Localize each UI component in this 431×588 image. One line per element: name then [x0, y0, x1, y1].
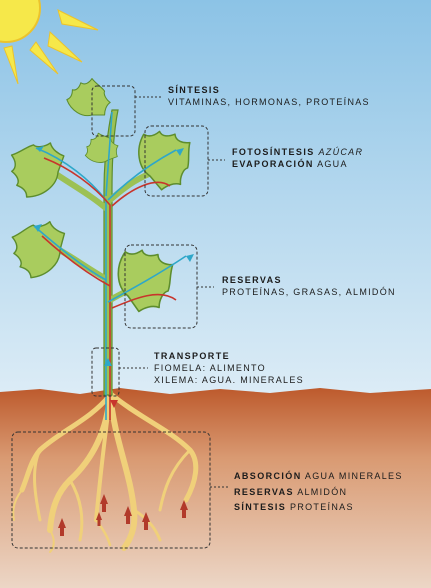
label-evaporacion: EVAPORACIÓN AGUA — [232, 159, 348, 169]
vessels — [33, 111, 187, 420]
highlight-boxes — [11, 85, 211, 549]
connectors — [119, 96, 228, 488]
flow-arrow-icon — [34, 146, 194, 408]
label-reservas-root: RESERVAS ALMIDÓN — [234, 487, 348, 497]
label-absorcion: ABSORCIÓN AGUA MINERALES — [234, 471, 403, 481]
label-transporte: TRANSPORTE FIOMELA: ALIMENTO XILEMA: AGU… — [154, 351, 304, 385]
label-reservas-leaf: RESERVAS PROTEÍNAS, GRASAS, ALMIDÓN — [222, 275, 396, 297]
label-sintesis-root: SÍNTESIS PROTEÍNAS — [234, 502, 354, 512]
sun-icon — [0, 0, 99, 85]
water-uptake-arrows — [58, 494, 188, 536]
label-fotosintesis: FOTOSÍNTESIS AZÚCAR — [232, 147, 364, 157]
label-sintesis-top: SÍNTESIS VITAMINAS, HORMONAS, PROTEÍNAS — [168, 85, 370, 107]
sky-background — [0, 0, 431, 395]
